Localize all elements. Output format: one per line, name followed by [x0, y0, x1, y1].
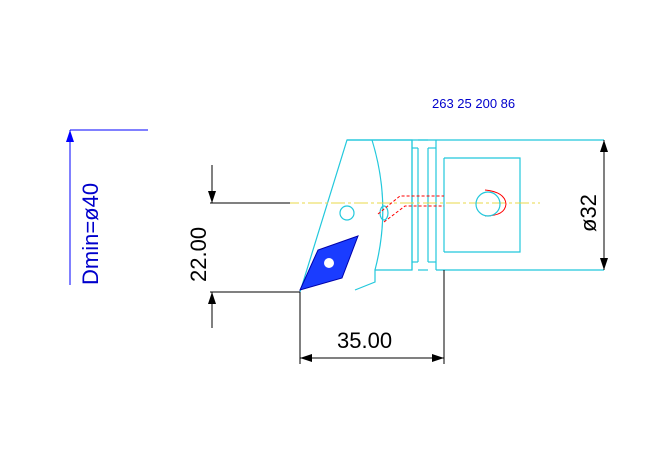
dmin-annotation: Dmin=ø40 [66, 129, 148, 285]
height-dimension-label: 22.00 [186, 227, 211, 282]
part-number: 263 25 200 86 [432, 96, 515, 111]
shank-body [444, 157, 521, 253]
dmin-arrow-head [66, 130, 74, 142]
tool-holder-outline [299, 139, 604, 293]
width-dimension: 35.00 [299, 270, 445, 364]
cutting-insert [299, 235, 359, 291]
width-dimension-label: 35.00 [337, 328, 392, 353]
diameter-dimension-label: ø32 [576, 194, 601, 232]
dmin-label: Dmin=ø40 [78, 183, 103, 285]
rear-port-circle [475, 191, 501, 217]
height-dimension: 22.00 [186, 165, 300, 328]
coolant-port [379, 205, 389, 221]
insert-hole [324, 258, 334, 268]
coolant-channels [377, 189, 507, 223]
diameter-dimension: ø32 [576, 140, 608, 270]
clamp-screw-hole [339, 205, 355, 221]
tool-head-curve [371, 139, 384, 271]
